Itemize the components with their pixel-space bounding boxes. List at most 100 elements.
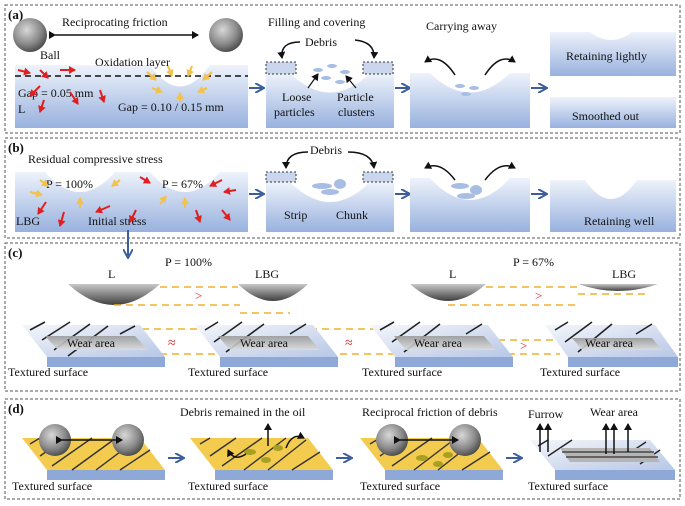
d-plate-2: Textured surface — [188, 423, 333, 493]
a-debris-curve-right — [354, 39, 379, 59]
d-plate-1: Textured surface — [12, 424, 165, 493]
a-title: Reciprocating friction — [62, 15, 168, 29]
a-carry-particles — [455, 84, 479, 96]
panel-a-frame — [4, 4, 681, 134]
red-arrows-a — [17, 66, 106, 113]
c-wear-3: Wear area — [414, 336, 463, 350]
b-debris-curve-left — [282, 151, 309, 169]
panel-d-frame — [4, 398, 681, 500]
panel-b-label: (b) — [8, 140, 24, 155]
a-ball-label: Ball — [40, 48, 61, 62]
b-block-left — [265, 171, 297, 183]
panel-b-frame — [4, 137, 681, 239]
a-smoothed-substrate — [550, 97, 676, 128]
b-retain-substrate — [550, 180, 676, 232]
panel-c-frame — [4, 242, 681, 392]
d-textured-3: Textured surface — [360, 479, 440, 493]
c-LBG1: LBG — [255, 267, 279, 281]
b-debris-curve-right — [347, 151, 378, 169]
a-gap1: Gap = 0.05 mm — [18, 86, 94, 100]
c-textured-2: Textured surface — [188, 365, 268, 379]
yellow-arrows-a — [146, 65, 213, 102]
b-block-right — [362, 171, 394, 183]
a-debris-curve-left — [277, 41, 301, 59]
c-lens-L2 — [410, 284, 486, 301]
a-loose-label: Loose — [282, 90, 311, 104]
c-lens-LBG1 — [238, 284, 308, 301]
b-carry-substrate — [410, 178, 530, 232]
a-debris-block-right — [362, 61, 394, 75]
d-furrow-label: Furrow — [528, 407, 564, 421]
a-cluster-pointer — [345, 75, 357, 89]
d-debris-oil-label: Debris remained in the oil — [180, 405, 306, 419]
c-plate-4: Wear area Textured surface — [540, 321, 678, 379]
c-lens-L1 — [68, 284, 160, 305]
d-plate-4: Textured surface — [528, 423, 675, 493]
a-fill-substrate — [266, 73, 394, 128]
b-strip-label: Strip — [284, 208, 307, 222]
a-cluster-label: Particle — [337, 90, 374, 104]
a-cluster2-label: clusters — [338, 105, 375, 119]
c-p100: P = 100% — [165, 255, 212, 269]
a-carrying-label: Carrying away — [426, 19, 497, 33]
b-carry-curve-right — [484, 161, 516, 181]
a-debris-block-left — [265, 61, 297, 75]
c-wear-2: Wear area — [240, 336, 289, 350]
c-approx2: ≈ — [345, 336, 353, 351]
d-textured-1: Textured surface — [12, 479, 92, 493]
b-debris-label: Debris — [310, 143, 342, 157]
a-filling-label: Filling and covering — [268, 15, 365, 29]
b-debris-particles — [312, 179, 346, 195]
b-title: Residual compressive stress — [28, 152, 163, 166]
panel-d-label: (d) — [8, 401, 24, 416]
b-carry-curve-left — [424, 161, 456, 181]
c-wear-4: Wear area — [585, 336, 634, 350]
a-debris-label: Debris — [305, 35, 337, 49]
c-gt1: > — [195, 288, 202, 303]
c-gt3: > — [520, 338, 527, 353]
a-retain-substrate — [550, 32, 676, 76]
d-plate-3: Textured surface — [360, 424, 503, 493]
ball-right — [209, 18, 243, 52]
a-carry-substrate — [410, 73, 530, 128]
panel-c-label: (c) — [8, 245, 22, 260]
a-debris-particles — [313, 64, 350, 84]
a-carry-curve-left — [424, 55, 456, 76]
b-sample-LBG: LBG — [16, 214, 40, 228]
b-fill-substrate — [266, 182, 394, 232]
a-oxidation-label: Oxidation layer — [95, 55, 170, 69]
c-textured-4: Textured surface — [540, 365, 620, 379]
panel-a-label: (a) — [8, 7, 23, 22]
b-substrate — [15, 172, 248, 232]
a-retaining-lightly: Retaining lightly — [566, 49, 647, 63]
b-initial-stress: Initial stress — [88, 214, 147, 228]
a-substrate — [15, 65, 248, 128]
c-plate-2: Wear area Textured surface — [188, 321, 338, 379]
a-smoothed-label: Smoothed out — [572, 109, 640, 123]
c-wear-1: Wear area — [67, 336, 116, 350]
c-plate-3: Wear area Textured surface — [362, 321, 513, 379]
a-carry-curve-right — [484, 55, 516, 76]
yellow-arrows-b — [29, 179, 189, 208]
c-plate-1: Wear area Textured surface — [8, 321, 165, 379]
d-recip-label: Reciprocal friction of debris — [362, 405, 498, 419]
d-textured-2: Textured surface — [188, 479, 268, 493]
c-L2: L — [449, 267, 456, 281]
b-p100: P = 100% — [46, 177, 93, 191]
d-textured-4: Textured surface — [528, 479, 608, 493]
d-wear-label: Wear area — [590, 405, 639, 419]
a-sample-L: L — [18, 102, 25, 116]
c-approx1: ≈ — [168, 336, 176, 351]
b-chunk-label: Chunk — [336, 208, 368, 222]
ball-left — [13, 18, 47, 52]
a-gap2: Gap = 0.10 / 0.15 mm — [118, 100, 224, 114]
c-textured-1: Textured surface — [8, 365, 88, 379]
c-p67: P = 67% — [513, 255, 554, 269]
c-lens-LBG2 — [578, 284, 658, 291]
b-p67: P = 67% — [162, 177, 203, 191]
c-L1: L — [108, 267, 115, 281]
b-carry-particles — [451, 183, 482, 199]
a-loose2-label: particles — [274, 105, 315, 119]
a-loose-pointer — [307, 73, 319, 89]
